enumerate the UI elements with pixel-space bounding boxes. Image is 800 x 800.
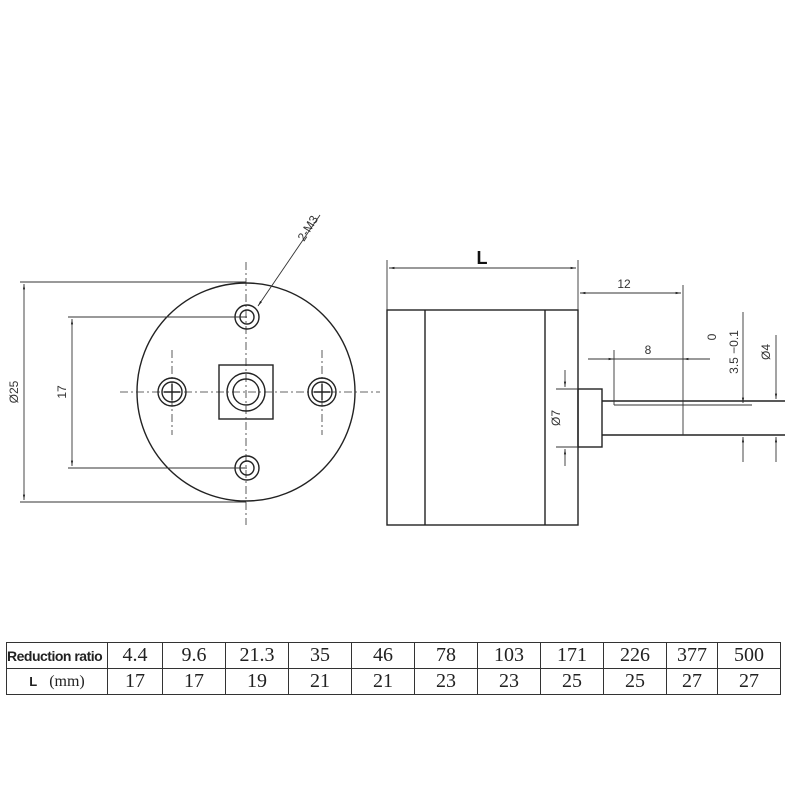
side-view: L 12 8 0 3.5 −0.1 Ø4 Ø7 xyxy=(386,248,785,526)
length-header: L (mm) xyxy=(6,668,108,695)
ratio-cell: 103 xyxy=(477,642,541,669)
reduction-ratio-table: Reduction ratio 4.4 9.6 21.3 35 46 78 10… xyxy=(6,642,781,695)
flat-dimension-label: 3.5 −0.1 xyxy=(727,330,741,374)
ratio-cell: 226 xyxy=(603,642,667,669)
ratio-cell: 171 xyxy=(540,642,604,669)
length-cell: 27 xyxy=(717,668,781,695)
shaft-diameter-label: Ø4 xyxy=(759,344,773,360)
length-cell: 27 xyxy=(666,668,718,695)
ratio-cell: 500 xyxy=(717,642,781,669)
length-cell: 23 xyxy=(414,668,478,695)
technical-drawing: Ø25 17 2-M3 L 12 8 0 3.5 −0.1 Ø4 xyxy=(7,213,785,526)
length-cell: 17 xyxy=(162,668,226,695)
screw-right xyxy=(307,377,337,407)
ratio-cell: 46 xyxy=(351,642,415,669)
flat-length-label: 8 xyxy=(645,343,652,357)
screw-left xyxy=(157,377,187,407)
hole-spacing-label: 17 xyxy=(55,385,69,399)
length-header-unit: (mm) xyxy=(49,672,85,690)
ratio-cell: 21.3 xyxy=(225,642,289,669)
length-cell: 21 xyxy=(288,668,352,695)
diameter-25-label: Ø25 xyxy=(7,380,21,403)
length-header-l: L xyxy=(29,673,38,689)
length-cell: 25 xyxy=(603,668,667,695)
collar-diameter-label: Ø7 xyxy=(549,410,563,426)
shaft-length-label: 12 xyxy=(617,277,631,291)
front-view: Ø25 17 2-M3 xyxy=(7,213,380,525)
hole-spec-label: 2-M3 xyxy=(295,213,322,244)
ratio-cell: 35 xyxy=(288,642,352,669)
length-cell: 25 xyxy=(540,668,604,695)
length-cell: 19 xyxy=(225,668,289,695)
ratio-cell: 78 xyxy=(414,642,478,669)
length-l-label: L xyxy=(477,248,488,268)
table-row-length: L (mm) 17 17 19 21 21 23 23 25 25 27 27 xyxy=(6,668,781,695)
ratio-cell: 377 xyxy=(666,642,718,669)
flat-tolerance-upper: 0 xyxy=(705,333,719,340)
hub-square xyxy=(218,364,274,420)
hub-bore xyxy=(226,372,266,412)
ratio-header: Reduction ratio xyxy=(6,642,108,669)
ratio-cell: 9.6 xyxy=(162,642,226,669)
shaft-collar xyxy=(577,388,603,448)
length-cell: 17 xyxy=(107,668,163,695)
length-cell: 23 xyxy=(477,668,541,695)
table-row-ratio: Reduction ratio 4.4 9.6 21.3 35 46 78 10… xyxy=(6,642,781,669)
length-cell: 21 xyxy=(351,668,415,695)
ratio-cell: 4.4 xyxy=(107,642,163,669)
